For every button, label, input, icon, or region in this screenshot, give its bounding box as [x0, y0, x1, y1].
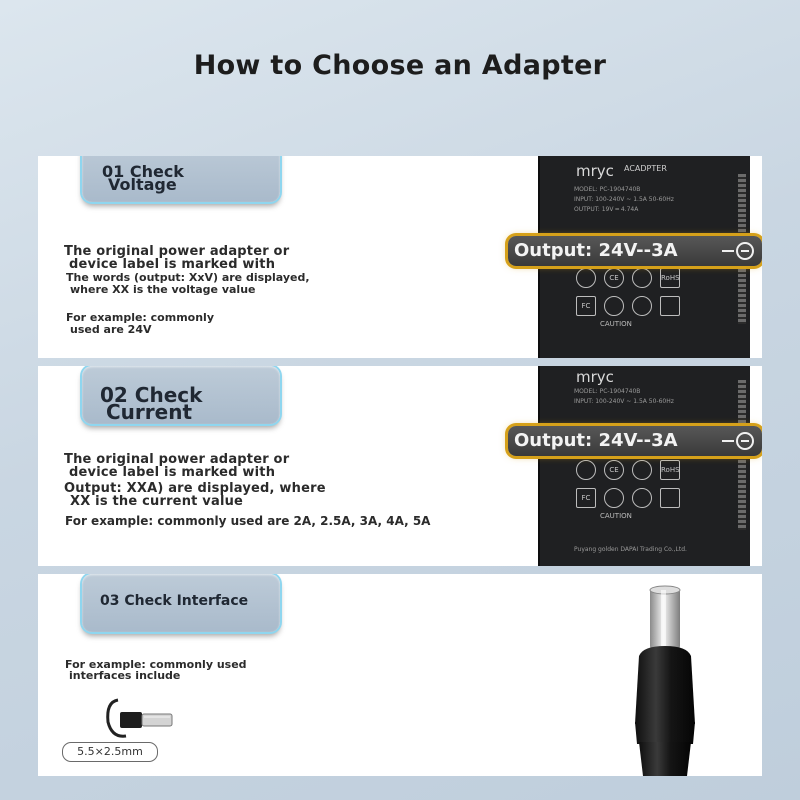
- badge-line-1: 02 Check: [100, 383, 203, 407]
- caution-label: CAUTION: [600, 320, 632, 328]
- caution-label: CAUTION: [600, 512, 632, 520]
- ccc-icon: [632, 460, 652, 480]
- safety-icon: [604, 296, 624, 316]
- house-icon: [660, 296, 680, 316]
- voltage-section: The original power adapter or device lab…: [38, 156, 762, 358]
- dc-polarity-icon: [736, 432, 754, 450]
- connector-sketch-icon: [106, 698, 173, 738]
- adapter-model: MODEL: PC-1904740B: [574, 388, 641, 395]
- voltage-text-3: The words (output: XxV) are displayed,: [66, 271, 310, 284]
- badge-line-2: Current: [106, 400, 193, 424]
- certification-icons: CE RoHS FC: [576, 268, 726, 338]
- voltage-badge: 01 Check Voltage: [82, 156, 280, 202]
- house-icon: [660, 488, 680, 508]
- adapter-input: INPUT: 100-240V ~ 1.5A 50-60Hz: [574, 196, 674, 203]
- ce-icon: CE: [604, 268, 624, 288]
- certification-icons: CE RoHS FC: [576, 460, 726, 530]
- interface-example-2: interfaces include: [69, 669, 181, 682]
- current-text-2: device label is marked with: [69, 465, 276, 480]
- page-title: How to Choose an Adapter: [193, 50, 607, 81]
- badge-line-1: 01 Check: [102, 162, 184, 181]
- badge-line-2: Voltage: [108, 175, 177, 194]
- voltage-text-2: device label is marked with: [69, 257, 276, 272]
- badge-line-1: 03 Check Interface: [100, 593, 249, 609]
- voltage-text-4: where XX is the voltage value: [70, 283, 256, 296]
- brand-logo: mryc: [576, 368, 614, 386]
- voltage-text-1: The original power adapter or: [64, 244, 290, 259]
- fc-icon: FC: [576, 296, 596, 316]
- adapter-input: INPUT: 100-240V ~ 1.5A 50-60Hz: [574, 398, 674, 405]
- cccp-icon: [632, 488, 652, 508]
- output-highlight: Output: 24V--3A: [508, 426, 762, 456]
- recycle-icon: [576, 268, 596, 288]
- fc-icon: FC: [576, 488, 596, 508]
- output-label: Output: 24V--3A: [514, 240, 678, 261]
- adapter-type: ACADPTER: [624, 164, 667, 173]
- dc-line-icon: [722, 250, 734, 252]
- current-text-3: Output: XXA) are displayed, where: [64, 481, 326, 496]
- rohs-icon: RoHS: [660, 460, 680, 480]
- recycle-icon: [576, 460, 596, 480]
- output-highlight: Output: 24V--3A: [508, 236, 762, 266]
- voltage-example-1: For example: commonly: [66, 311, 214, 324]
- adapter-label-image: mryc MODEL: PC-1904740B INPUT: 100-240V …: [538, 366, 750, 566]
- dc-plug-icon: [635, 585, 695, 776]
- dc-line-icon: [722, 440, 734, 442]
- dc-polarity-icon: [736, 242, 754, 260]
- adapter-output: OUTPUT: 19V ═ 4.74A: [574, 206, 639, 213]
- adapter-model: MODEL: PC-1904740B: [574, 186, 641, 193]
- voltage-example-2: used are 24V: [70, 323, 152, 336]
- interface-badge: 03 Check Interface: [82, 574, 280, 632]
- current-text-4: XX is the current value: [70, 494, 244, 509]
- current-text-1: The original power adapter or: [64, 452, 290, 467]
- current-example: For example: commonly used are 2A, 2.5A,…: [65, 514, 431, 528]
- rohs-icon: RoHS: [660, 268, 680, 288]
- ccc-icon: [632, 268, 652, 288]
- cccp-icon: [632, 296, 652, 316]
- current-section: The original power adapter or device lab…: [38, 366, 762, 566]
- brand-logo: mryc: [576, 162, 614, 180]
- interface-section: 03 Check Interface For example: commonly…: [38, 574, 762, 776]
- current-badge: 02 Check Current: [82, 366, 280, 424]
- interface-example-1: For example: commonly used: [65, 658, 247, 671]
- safety-icon: [604, 488, 624, 508]
- manufacturer-text: Puyang golden DAPAI Trading Co.,Ltd.: [574, 546, 687, 553]
- connector-size-label: 5.5×2.5mm: [62, 742, 158, 762]
- ce-icon: CE: [604, 460, 624, 480]
- output-label: Output: 24V--3A: [514, 430, 678, 451]
